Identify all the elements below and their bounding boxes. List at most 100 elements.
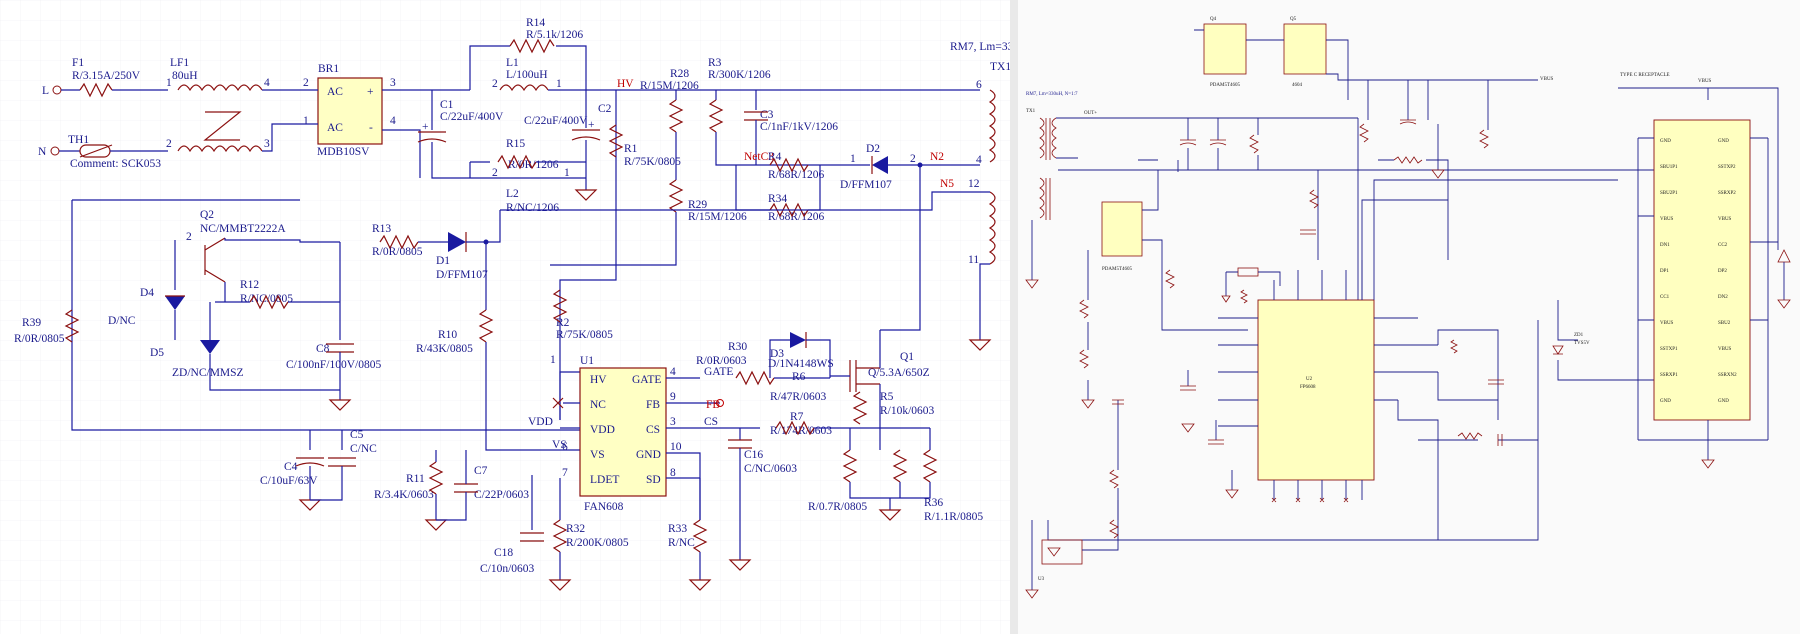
resistor-r39 — [64, 309, 80, 343]
svg-text:1: 1 — [556, 78, 562, 90]
svg-text:R/75K/0805: R/75K/0805 — [556, 329, 613, 341]
svg-text:+: + — [367, 86, 374, 98]
svg-text:R13: R13 — [372, 223, 391, 235]
svg-text:AC: AC — [327, 122, 343, 134]
ground-icon — [1777, 299, 1791, 309]
svg-text:LDET: LDET — [590, 474, 619, 486]
svg-text:3: 3 — [264, 138, 270, 150]
svg-text:2: 2 — [166, 138, 172, 150]
rs-opto-u3 — [1041, 539, 1083, 565]
svg-text:R29: R29 — [688, 199, 707, 211]
net-vdd: VDD — [528, 416, 553, 428]
nc-marker-icon — [552, 397, 564, 409]
rs-resistor — [1079, 349, 1089, 369]
svg-text:4: 4 — [670, 366, 676, 378]
rs-transformer-value: RM7, Lm=330uH, N=1:7 — [1026, 92, 1078, 97]
rs-resistor — [1079, 299, 1089, 319]
svg-text:R/47R/0603: R/47R/0603 — [770, 391, 826, 403]
right-schematic: RM7, Lm=330uH, N=1:7 TX1 OUT+ Q4 PDAM5T4… — [1018, 0, 1800, 634]
svg-text:GND: GND — [1718, 139, 1729, 144]
rs-mosfet-q5 — [1283, 23, 1327, 75]
choke-value: 80uH — [172, 70, 198, 82]
svg-text:L/100uH: L/100uH — [506, 69, 548, 81]
svg-text:VBUS: VBUS — [1660, 321, 1674, 326]
svg-text:R15: R15 — [506, 138, 525, 150]
svg-text:VDD: VDD — [590, 424, 615, 436]
resistor-r33 — [692, 519, 708, 553]
resistor-r28 — [668, 99, 684, 133]
diode-d4 — [165, 296, 185, 310]
choke-core-icon — [203, 111, 242, 141]
svg-text:10: 10 — [670, 441, 682, 453]
svg-text:SBU2P1: SBU2P1 — [1660, 191, 1678, 196]
resistor-r29 — [668, 179, 684, 213]
svg-text:SSRXN2: SSRXN2 — [1718, 373, 1737, 378]
svg-text:C/22uF/400V: C/22uF/400V — [440, 111, 504, 123]
ground-icon — [728, 559, 752, 571]
svg-text:D1: D1 — [436, 255, 450, 267]
rs-cap — [1488, 379, 1504, 385]
rs-cap-c2 — [1180, 385, 1196, 391]
svg-text:PDAM5T4605: PDAM5T4605 — [1210, 83, 1241, 88]
rs-nc-markers — [1271, 497, 1349, 503]
choke-ref: LF1 — [170, 57, 189, 69]
ground-icon — [1431, 169, 1445, 179]
rs-mosfet-q4 — [1203, 23, 1247, 75]
zener-d5 — [200, 340, 220, 354]
rs-q4-ref: Q4 — [1210, 17, 1217, 22]
transformer-ref: TX1 — [990, 61, 1010, 73]
rs-usb-pins-right: GND SSTXP2 SSRXP2 VBUS CC2 DP2 DN2 SBU2 … — [1718, 139, 1737, 404]
rs-cap-c15 — [1209, 139, 1227, 146]
rs-cap-c18 — [1179, 139, 1197, 146]
svg-text:R4: R4 — [768, 151, 782, 163]
svg-text:+: + — [422, 121, 429, 133]
svg-text:SSTXP2: SSTXP2 — [1718, 165, 1736, 170]
svg-text:R5: R5 — [880, 391, 894, 403]
resistor-r13 — [379, 234, 419, 250]
net-n5: N5 — [940, 178, 954, 190]
svg-text:C/1nF/1kV/1206: C/1nF/1kV/1206 — [760, 121, 838, 133]
svg-text:DN1: DN1 — [1660, 243, 1670, 248]
connector-neutral: N — [38, 146, 47, 158]
svg-text:R6: R6 — [792, 371, 806, 383]
rs-cap-c17 — [1399, 119, 1417, 125]
svg-text:AC: AC — [327, 86, 343, 98]
rs-resistor-r20 — [1457, 432, 1483, 440]
svg-text:Q1: Q1 — [900, 351, 914, 363]
svg-text:3: 3 — [670, 416, 676, 428]
svg-text:NC/MMBT2222A: NC/MMBT2222A — [200, 223, 286, 235]
svg-text:D/FFM107: D/FFM107 — [436, 269, 488, 281]
resistor-r14 — [509, 38, 555, 54]
svg-text:HV: HV — [590, 374, 607, 386]
svg-text:9: 9 — [670, 391, 676, 403]
fuse-ref: F1 — [72, 57, 84, 69]
capacitor-c18 — [520, 532, 544, 542]
right-schematic-panel: RM7, Lm=330uH, N=1:7 TX1 OUT+ Q4 PDAM5T4… — [1018, 0, 1800, 634]
svg-text:2: 2 — [186, 231, 192, 243]
ground-icon — [878, 509, 902, 521]
svg-text:ZD/NC/MMSZ: ZD/NC/MMSZ — [172, 367, 244, 379]
connector-live: L — [42, 85, 49, 97]
svg-text:D/NC: D/NC — [108, 315, 136, 327]
svg-text:2: 2 — [492, 167, 498, 179]
svg-text:R/15M/1206: R/15M/1206 — [688, 211, 747, 223]
svg-text:TVS5V: TVS5V — [1574, 341, 1590, 346]
svg-text:8: 8 — [670, 467, 676, 479]
svg-text:R33: R33 — [668, 523, 687, 535]
svg-text:+: + — [588, 119, 595, 131]
rs-resistor — [1359, 123, 1369, 143]
svg-text:1: 1 — [564, 167, 570, 179]
svg-text:D2: D2 — [866, 143, 880, 155]
svg-text:C8: C8 — [316, 343, 330, 355]
svg-text:D5: D5 — [150, 347, 164, 359]
svg-text:R11: R11 — [406, 473, 425, 485]
transformer-aux — [988, 191, 996, 265]
rs-resistor-r35 — [1479, 129, 1489, 149]
rs-q5-ref: Q5 — [1290, 17, 1297, 22]
diode-d2 — [872, 156, 888, 174]
svg-text:C/22P/0603: C/22P/0603 — [474, 489, 529, 501]
svg-text:SSRXP1: SSRXP1 — [1660, 373, 1678, 378]
resistor-r30 — [735, 370, 775, 386]
rs-resistor-r29 — [1109, 469, 1119, 489]
rs-cap-c24 — [1497, 434, 1503, 446]
